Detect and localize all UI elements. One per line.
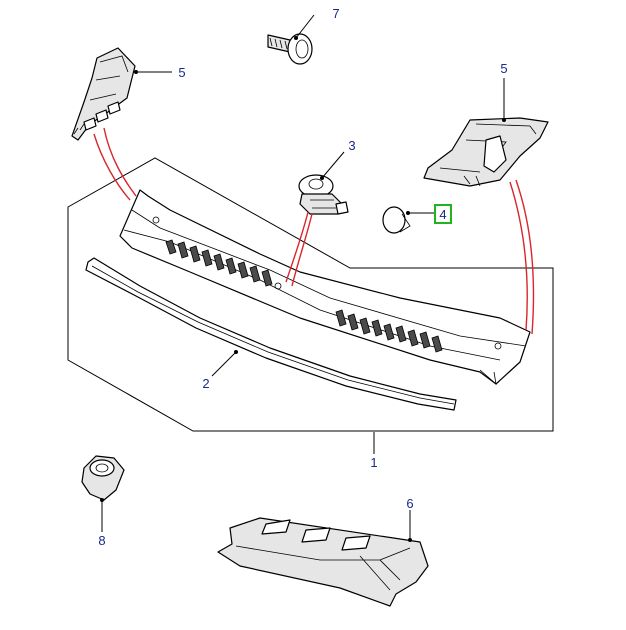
callout-5-right: 5 [500, 61, 507, 76]
callout-8: 8 [98, 533, 105, 548]
callout-6: 6 [406, 496, 413, 511]
callout-7: 7 [332, 6, 339, 21]
callout-1: 1 [370, 455, 377, 470]
part-3-clip [298, 174, 349, 215]
right-vent-grille [335, 309, 443, 353]
part-6-panel [217, 517, 429, 607]
part-8-grommet [81, 455, 125, 501]
part-2-seal [85, 257, 457, 411]
callout-3: 3 [348, 138, 355, 153]
left-vent-grille [165, 239, 273, 287]
guide-lines [93, 127, 535, 335]
callout-4[interactable]: 4 [439, 207, 446, 222]
part-5-right-bracket [423, 117, 549, 187]
assembly-frame [67, 157, 554, 432]
callout-2: 2 [202, 376, 209, 391]
part-7-clip [267, 33, 313, 65]
leader-lines [100, 14, 506, 542]
part-1-cowl-panel [119, 189, 531, 386]
callout-5-left: 5 [178, 65, 185, 80]
part-5-left-bracket [71, 47, 136, 141]
callout-4-highlight-box[interactable] [434, 204, 452, 224]
part-4-plug [382, 206, 411, 234]
